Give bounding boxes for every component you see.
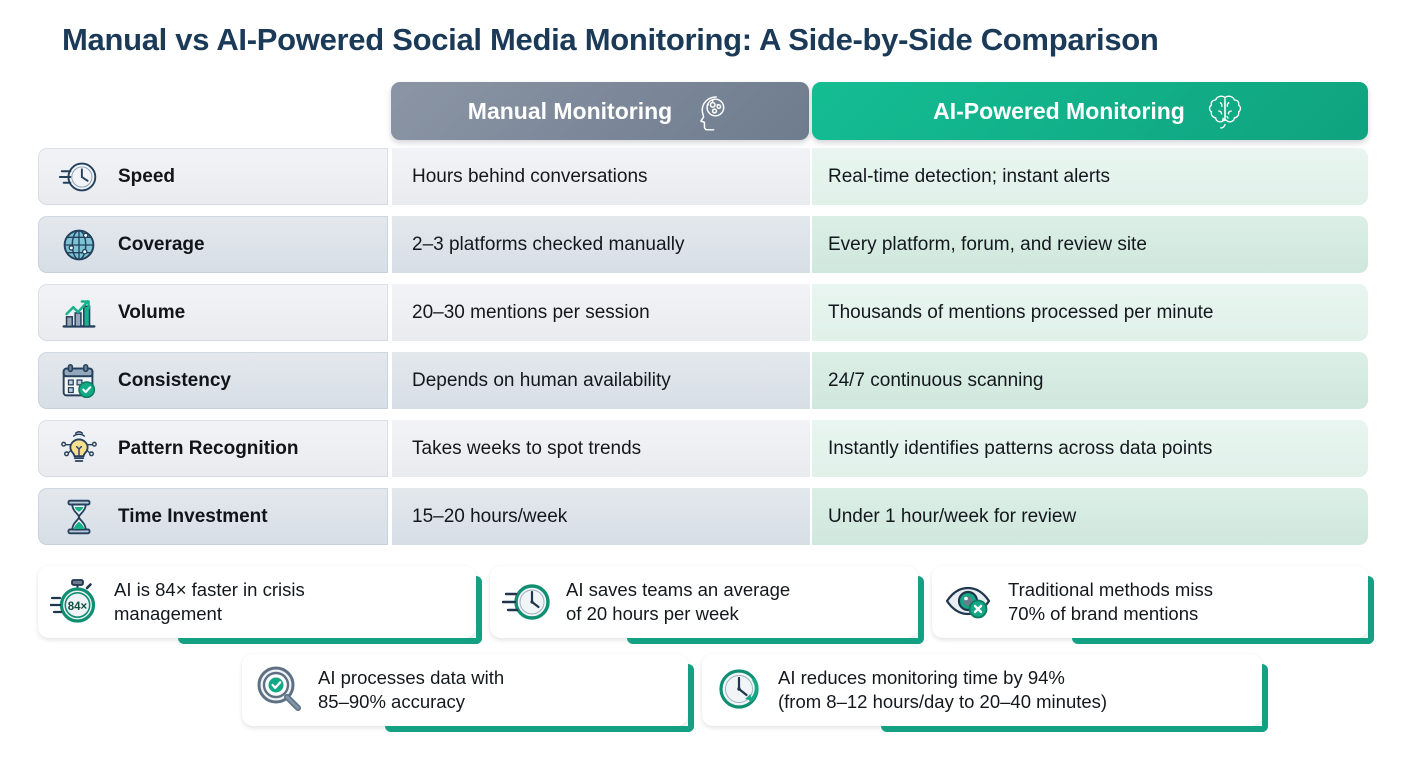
table-row: Pattern Recognition Takes weeks to spot …	[38, 420, 1368, 477]
column-header-ai: AI-Powered Monitoring	[812, 82, 1368, 140]
row-label: Volume	[118, 301, 186, 323]
stat-card-text: AI processes data with 85–90% accuracy	[318, 667, 505, 712]
row-manual-cell: 20–30 mentions per session	[392, 284, 810, 341]
table-row: Time Investment 15–20 hours/week Under 1…	[38, 488, 1368, 545]
stat-card: 84× AI is 84× faster in crisis managemen…	[38, 566, 482, 644]
stopwatch-84x-icon: 84×	[48, 576, 102, 628]
row-manual-cell: Depends on human availability	[392, 352, 810, 409]
column-header-manual: Manual Monitoring	[391, 82, 809, 140]
row-ai-cell: 24/7 continuous scanning	[812, 352, 1368, 409]
row-ai-cell: Thousands of mentions processed per minu…	[812, 284, 1368, 341]
stat-card-text: Traditional methods miss 70% of brand me…	[1008, 579, 1213, 624]
globe-icon	[56, 222, 102, 268]
stat-card: AI saves teams an average of 20 hours pe…	[490, 566, 924, 644]
column-header-manual-label: Manual Monitoring	[467, 97, 673, 124]
row-ai-cell: Instantly identifies patterns across dat…	[812, 420, 1368, 477]
stat-card: AI reduces monitoring time by 94% (from …	[702, 654, 1268, 732]
bar-chart-growth-icon	[56, 290, 102, 336]
table-row: Consistency Depends on human availabilit…	[38, 352, 1368, 409]
row-label: Coverage	[118, 233, 205, 255]
svg-text:84×: 84×	[68, 601, 88, 613]
fast-clock-icon	[501, 576, 554, 628]
brain-icon	[1203, 90, 1247, 132]
calendar-check-icon	[56, 358, 102, 404]
row-label: Speed	[118, 165, 176, 187]
table-row: Volume 20–30 mentions per session Thousa…	[38, 284, 1368, 341]
row-label-cell: Time Investment	[38, 488, 388, 545]
stat-card-row-bottom: AI processes data with 85–90% accuracy	[0, 654, 1408, 742]
row-label: Pattern Recognition	[118, 437, 299, 459]
row-label-cell: Speed	[38, 148, 388, 205]
row-manual-cell: Hours behind conversations	[392, 148, 810, 205]
row-ai-cell: Real-time detection; instant alerts	[812, 148, 1368, 205]
stat-card-text: AI saves teams an average of 20 hours pe…	[566, 579, 791, 624]
row-ai-cell: Every platform, forum, and review site	[812, 216, 1368, 273]
clock-rotate-icon	[714, 664, 766, 716]
stat-card: AI processes data with 85–90% accuracy	[242, 654, 694, 732]
magnifier-check-icon	[254, 664, 306, 716]
row-ai-cell: Under 1 hour/week for review	[812, 488, 1368, 545]
stat-cards: 84× AI is 84× faster in crisis managemen…	[0, 566, 1408, 742]
eye-miss-icon	[944, 576, 996, 628]
stat-card: Traditional methods miss 70% of brand me…	[932, 566, 1374, 644]
page-title: Manual vs AI-Powered Social Media Monito…	[62, 22, 1159, 57]
row-label: Consistency	[118, 369, 231, 391]
row-label: Time Investment	[118, 505, 268, 527]
stat-card-text: AI reduces monitoring time by 94% (from …	[778, 667, 1108, 712]
clock-speed-icon	[56, 154, 102, 200]
comparison-table: Speed Hours behind conversations Real-ti…	[38, 148, 1368, 556]
row-manual-cell: 15–20 hours/week	[392, 488, 810, 545]
row-manual-cell: 2–3 platforms checked manually	[392, 216, 810, 273]
stat-card-text: AI is 84× faster in crisis management	[114, 579, 305, 624]
row-label-cell: Coverage	[38, 216, 388, 273]
hourglass-icon	[56, 494, 102, 540]
table-row: Coverage 2–3 platforms checked manually …	[38, 216, 1368, 273]
row-manual-cell: Takes weeks to spot trends	[392, 420, 810, 477]
row-label-cell: Consistency	[38, 352, 388, 409]
row-label-cell: Volume	[38, 284, 388, 341]
table-row: Speed Hours behind conversations Real-ti…	[38, 148, 1368, 205]
column-header-ai-label: AI-Powered Monitoring	[933, 97, 1185, 124]
stat-card-row-top: 84× AI is 84× faster in crisis managemen…	[0, 566, 1408, 654]
head-gears-icon	[690, 90, 732, 132]
lightbulb-network-icon	[56, 426, 102, 472]
row-label-cell: Pattern Recognition	[38, 420, 388, 477]
